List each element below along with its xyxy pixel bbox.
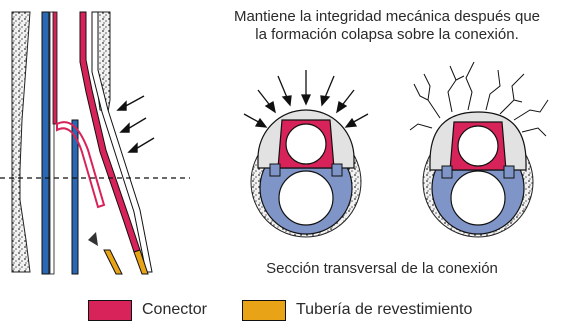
casing-left-wall — [41, 11, 50, 275]
casing-bore-mid — [278, 170, 334, 226]
casing-bore-right — [450, 170, 506, 226]
formation-left-wall — [11, 11, 31, 273]
connector-bore-mid — [285, 123, 327, 165]
compression-arrow-icon — [243, 70, 369, 128]
legend-item-tuberia: Tubería de revestimiento — [242, 298, 472, 322]
lug-right-mid — [331, 163, 343, 177]
compression-arrow-icon — [116, 95, 155, 153]
connector-inner-curve — [56, 121, 106, 209]
legend-label-conector: Conector — [142, 301, 207, 318]
lug-left-right — [441, 165, 453, 179]
connector-bore-right — [457, 125, 499, 167]
inner-pipe-right — [71, 119, 79, 275]
tuberia-segment-1 — [103, 249, 123, 275]
legend-swatch-tuberia — [242, 299, 286, 321]
inner-pipe-left — [49, 11, 55, 275]
crack-line-icon — [409, 61, 549, 137]
cross-section-collapsed — [409, 61, 549, 238]
caption-top-line1: Mantiene la integridad mecánica después … — [233, 8, 541, 25]
centralizer-wedge — [88, 232, 98, 246]
connector-upper-left — [52, 11, 58, 125]
caption-top-line2: la formación colapsa sobre la conexión. — [255, 26, 519, 43]
legend-item-conector: Conector — [88, 298, 207, 322]
wellbore-longitudinal-section — [0, 11, 190, 275]
tuberia-segment-2 — [133, 249, 149, 275]
caption-top: Mantiene la integridad mecánica después … — [206, 8, 568, 44]
legend-swatch-conector — [88, 299, 132, 321]
lug-left-mid — [269, 163, 281, 177]
cross-section-compressed — [243, 70, 369, 238]
lug-right-right — [503, 165, 515, 179]
casing-right-band — [91, 11, 153, 273]
caption-cross-section: Sección transversal de la conexión — [266, 260, 498, 277]
legend-label-tuberia: Tubería de revestimiento — [296, 301, 473, 318]
